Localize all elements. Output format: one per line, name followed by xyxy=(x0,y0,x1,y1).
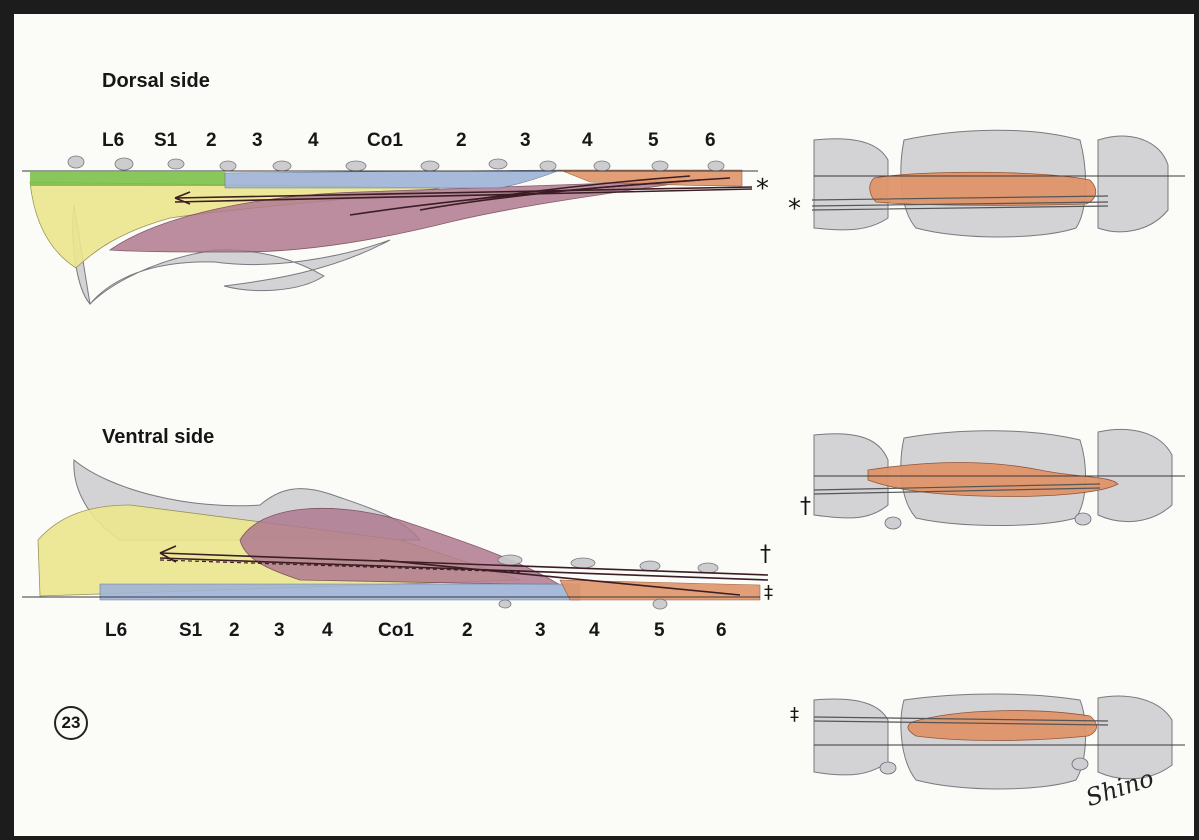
dorsal-spinous-processes xyxy=(68,156,724,171)
dorsal-vertebra-label: S1 xyxy=(154,130,177,152)
cross-section-dagger xyxy=(814,429,1185,529)
dorsal-vertebra-label: 4 xyxy=(308,130,319,152)
ventral-vertebra-label: 6 xyxy=(716,620,727,642)
ventral-vertebra-label: 2 xyxy=(462,620,473,642)
ventral-vertebra-label: 5 xyxy=(654,620,665,642)
dorsal-vertebra-label: 6 xyxy=(705,130,716,152)
ventral-vertebra-label: S1 xyxy=(179,620,202,642)
dagger-marker: † xyxy=(760,544,771,566)
dorsal-vertebra-label: 4 xyxy=(582,130,593,152)
ventral-vertebra-label: Co1 xyxy=(378,620,414,642)
asterisk-marker: * xyxy=(788,196,801,222)
ventral-vertebra-label: 2 xyxy=(229,620,240,642)
dorsal-side-title: Dorsal side xyxy=(102,70,210,93)
ventral-side-title: Ventral side xyxy=(102,426,214,449)
dorsal-vertebra-label: 2 xyxy=(456,130,467,152)
double-dagger-marker: ‡ xyxy=(764,584,773,602)
ventral-blue-muscle xyxy=(100,584,580,600)
ventral-vertebra-label: L6 xyxy=(105,620,127,642)
cross-section-dorsal xyxy=(812,130,1185,237)
dorsal-view xyxy=(22,156,758,304)
dorsal-vertebra-label: Co1 xyxy=(367,130,403,152)
double-dagger-marker: ‡ xyxy=(790,706,799,724)
ventral-vertebra-label: 3 xyxy=(274,620,285,642)
dagger-marker: † xyxy=(800,496,811,518)
figure-number-badge: 23 xyxy=(54,706,88,740)
dorsal-vertebra-label: 5 xyxy=(648,130,659,152)
ventral-vertebra-label: 4 xyxy=(322,620,333,642)
dorsal-blue-muscle xyxy=(225,170,560,188)
ventral-vertebra-label: 3 xyxy=(535,620,546,642)
asterisk-marker: * xyxy=(756,176,769,202)
dorsal-green-muscle xyxy=(30,172,225,186)
ventral-vertebra-label: 4 xyxy=(589,620,600,642)
dorsal-vertebra-label: 2 xyxy=(206,130,217,152)
ventral-view xyxy=(22,460,768,609)
dorsal-vertebra-label: 3 xyxy=(252,130,263,152)
dorsal-vertebra-label: 3 xyxy=(520,130,531,152)
dorsal-vertebra-label: L6 xyxy=(102,130,124,152)
